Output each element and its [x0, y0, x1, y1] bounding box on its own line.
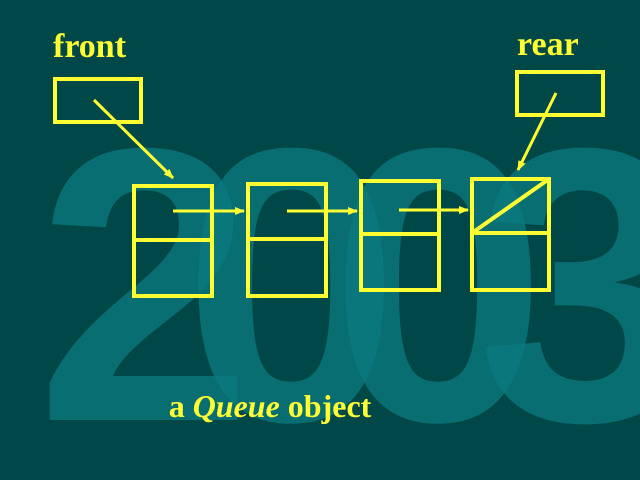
caption: a Queue object: [0, 390, 540, 422]
caption-prefix: a: [168, 388, 193, 424]
queue-node-3: [359, 179, 441, 292]
queue-node-4: [470, 177, 551, 292]
queue-node-2: [246, 182, 328, 298]
caption-emphasis: Queue: [192, 388, 280, 424]
queue-node-1: [132, 184, 214, 298]
watermark-text: 2003: [36, 67, 640, 480]
front-label: front: [53, 28, 127, 65]
caption-suffix: object: [279, 388, 372, 424]
rear-pointer-arrow: [516, 92, 558, 171]
front-pointer-box: [53, 77, 143, 124]
rear-label: rear: [517, 26, 579, 63]
rear-pointer-box: [515, 70, 605, 117]
null-pointer-slash: [470, 177, 551, 235]
front-pointer-arrow: [92, 98, 175, 180]
